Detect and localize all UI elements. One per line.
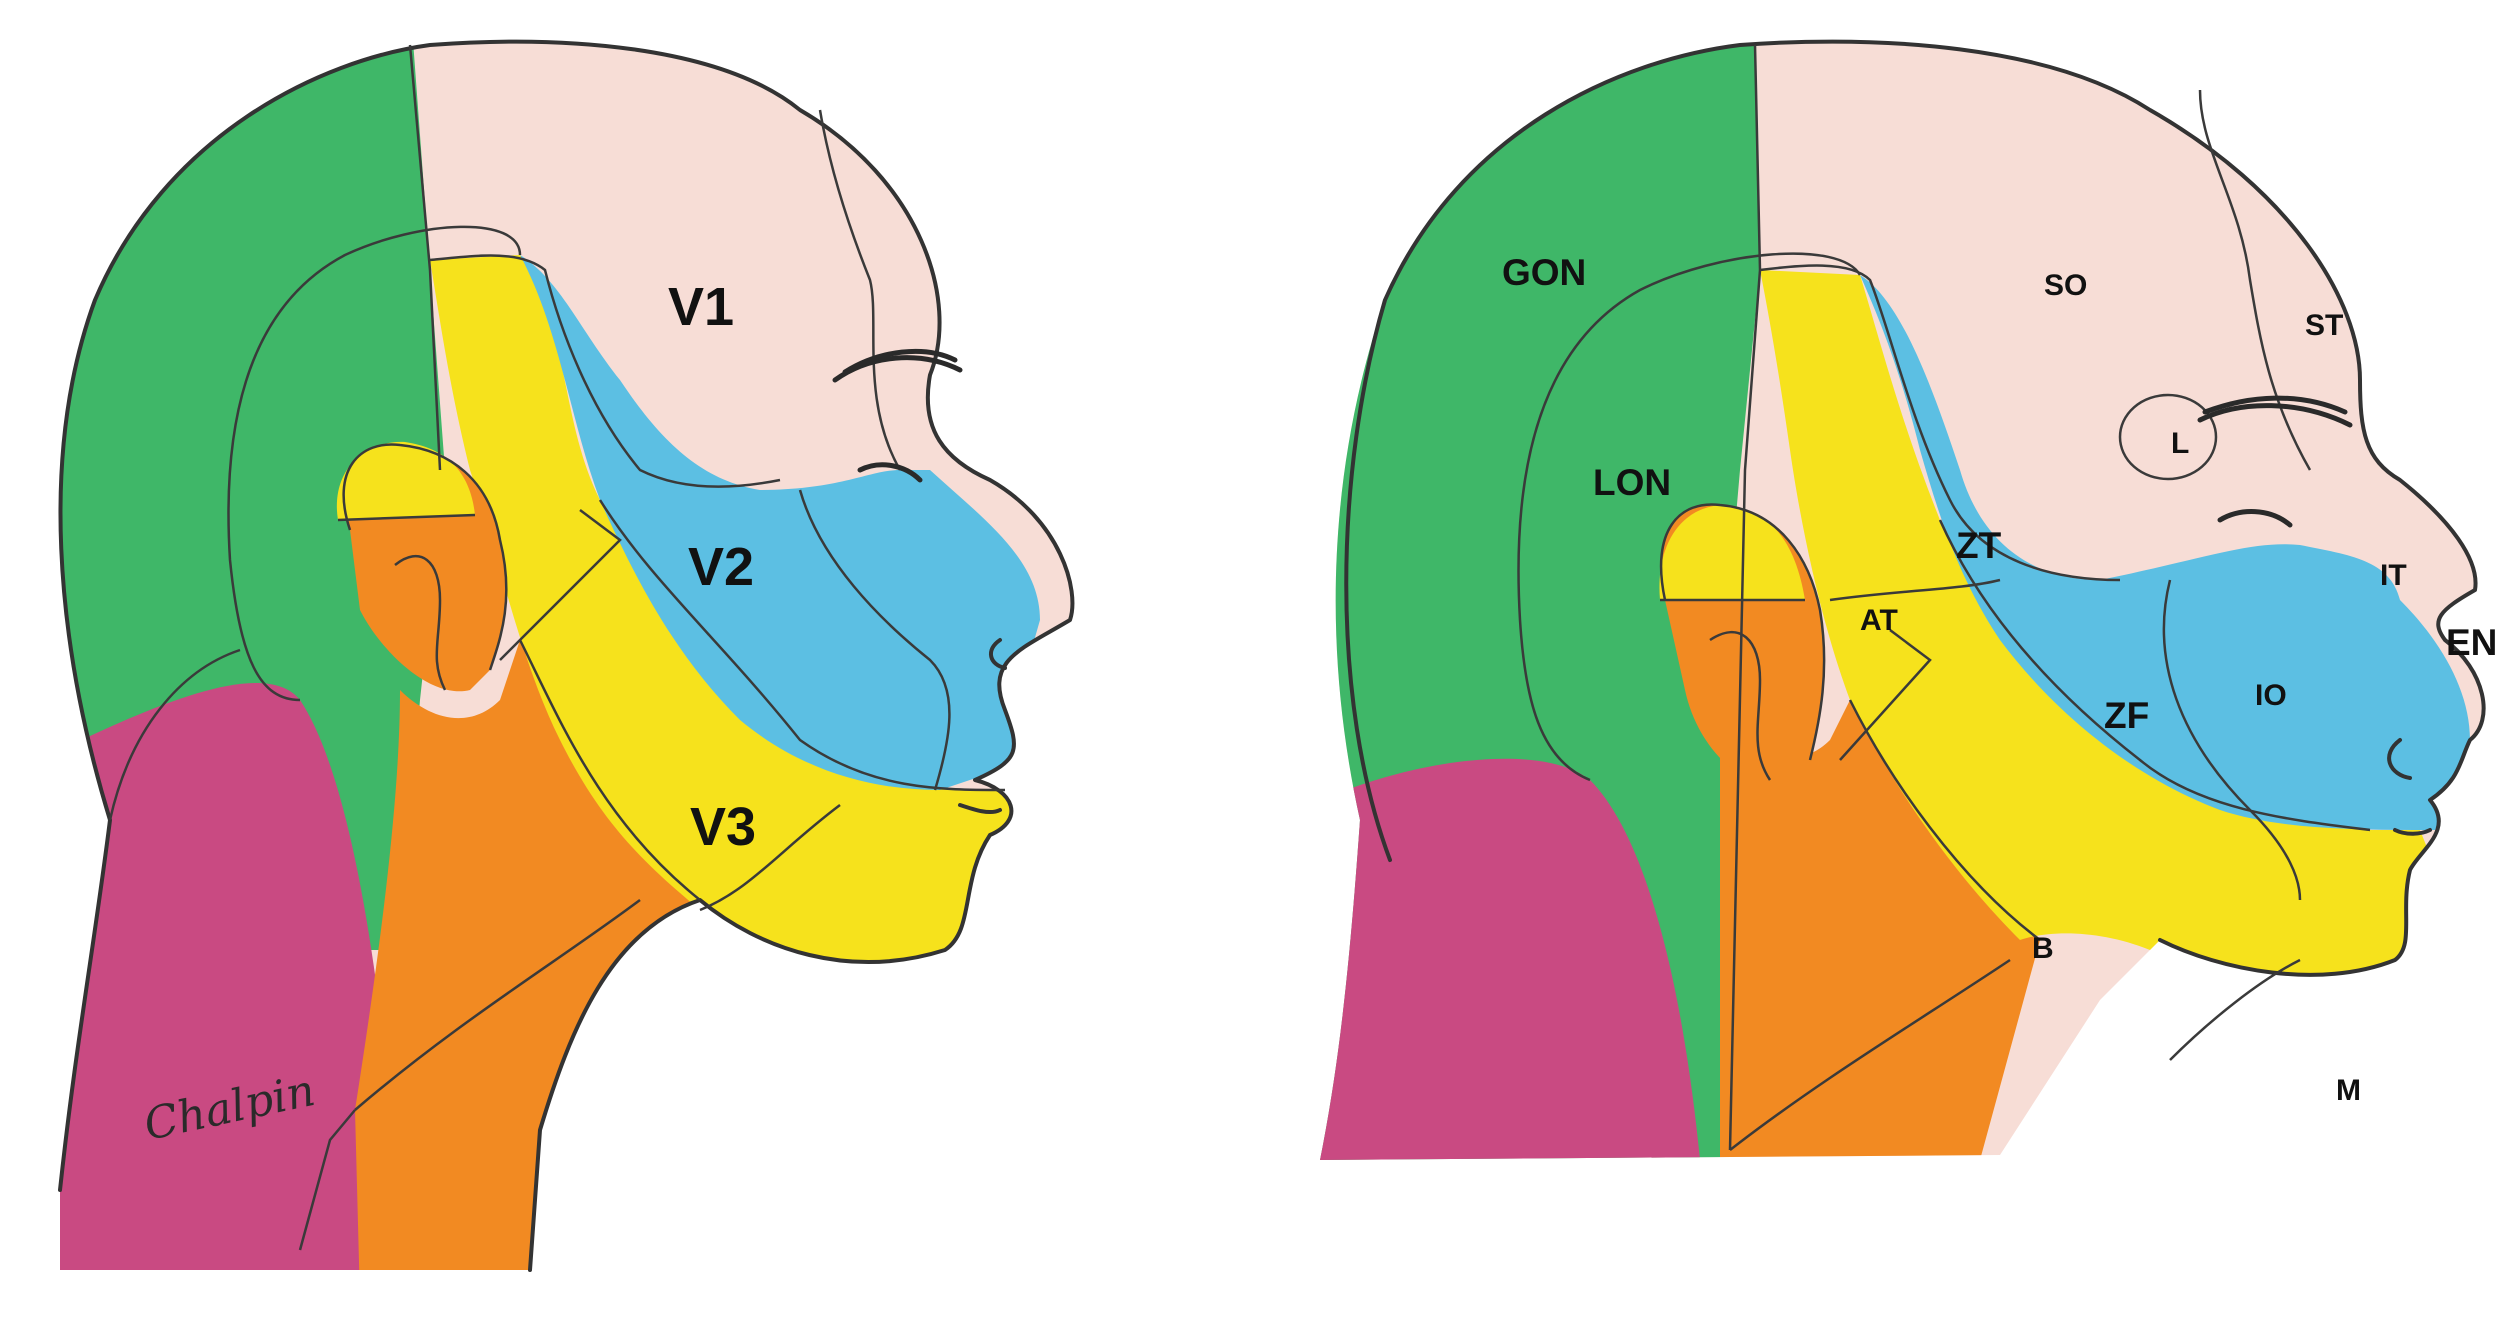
left-facial-features — [832, 348, 1007, 815]
label-so: SO — [2044, 269, 2087, 302]
ear-top-region — [1659, 505, 1805, 600]
right-head-diagram: GON LON SO ST L ZT AT IT EN ZF IO B M — [1320, 39, 2497, 1161]
auriculotemporal-neck-region — [1720, 700, 2040, 1160]
v2-region — [520, 255, 1040, 790]
label-en: EN — [2446, 622, 2497, 663]
right-facial-features — [2197, 395, 2432, 836]
label-b: B — [2032, 932, 2054, 965]
label-gon: GON — [1502, 252, 1586, 293]
left-region-borders — [58, 39, 1075, 1272]
label-lon: LON — [1593, 462, 1671, 503]
label-v1: V1 — [668, 277, 734, 337]
label-l: L — [2171, 427, 2189, 460]
left-head-diagram: V1 V2 V3 Chalpin — [58, 39, 1075, 1272]
b-region — [1760, 270, 2440, 976]
label-m: M — [2336, 1074, 2361, 1107]
label-zf: ZF — [2104, 695, 2149, 736]
label-at: AT — [1860, 604, 1898, 637]
cervical-region — [60, 683, 390, 1271]
label-it: IT — [2380, 559, 2407, 592]
label-io: IO — [2255, 679, 2287, 712]
label-v3: V3 — [690, 797, 756, 857]
right-region-borders — [1344, 39, 2486, 1151]
io-region — [1860, 275, 2470, 830]
label-v2: V2 — [688, 537, 754, 597]
label-zt: ZT — [1956, 525, 2002, 566]
label-st: ST — [2305, 309, 2343, 342]
lacrimal-zone — [2118, 393, 2218, 481]
v3-region — [430, 255, 1040, 971]
cervical-region — [1320, 758, 1700, 1160]
neck-anterior-region — [355, 640, 700, 1271]
